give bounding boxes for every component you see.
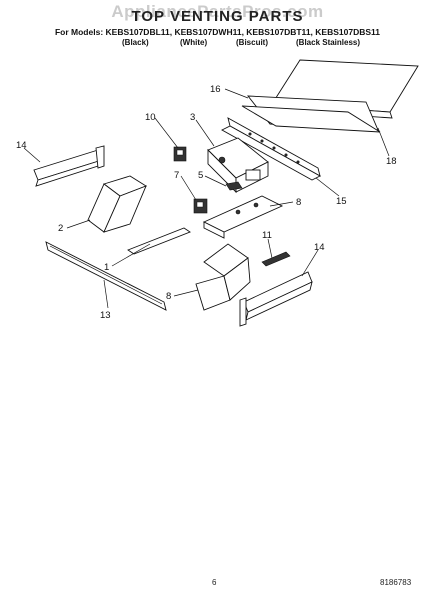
part-11-terminal-block	[261, 251, 291, 267]
callout-15: 15	[336, 196, 347, 207]
callout-2: 2	[58, 223, 63, 234]
part-16-cover-plate	[241, 105, 381, 133]
callout-10: 10	[145, 112, 156, 123]
color-label-biscuit: (Biscuit)	[236, 38, 268, 47]
part-1-filter-strip	[127, 227, 191, 255]
callout-11: 11	[262, 230, 272, 241]
page-number: 6	[212, 578, 217, 587]
callout-16: 16	[210, 84, 221, 95]
color-label-black: (Black)	[122, 38, 149, 47]
part-14-left-bracket	[33, 145, 105, 187]
part-5-switch	[193, 198, 208, 214]
callout-7: 8	[296, 197, 301, 208]
part-7-mounting-plate	[202, 195, 284, 239]
part-3-blower-assembly	[207, 137, 269, 194]
callout-8: 8	[166, 291, 171, 302]
callout-14-right: 14	[314, 242, 325, 253]
watermark: AppliancePartsPros.com	[111, 2, 324, 21]
part-10-switch	[173, 146, 187, 162]
color-label-white: (White)	[180, 38, 208, 47]
callout-13: 13	[100, 310, 111, 321]
callout-18: 18	[386, 156, 397, 167]
callout-1: 1	[104, 262, 109, 273]
diagram-title: TOP VENTING PARTS	[131, 8, 304, 25]
part-2-duct	[87, 175, 148, 233]
callout-3: 3	[190, 112, 195, 123]
part-8-lower-duct	[195, 243, 251, 311]
leader-lines	[23, 88, 390, 309]
color-label-black-stainless: (Black Stainless)	[296, 38, 361, 47]
part-4-thermal-fuse	[225, 181, 243, 191]
part-15-channel	[221, 117, 321, 181]
part-13-rail	[45, 241, 167, 311]
part-14-right-bracket	[239, 271, 313, 327]
model-numbers: For Models: KEBS107DBL11, KEBS107DWH11, …	[54, 27, 380, 37]
callout-5: 7	[174, 170, 179, 181]
document-number: 8186783	[380, 578, 412, 587]
channel-holes	[248, 132, 300, 164]
callout-14-left: 14	[16, 140, 27, 151]
callout-4: 5	[198, 170, 203, 181]
